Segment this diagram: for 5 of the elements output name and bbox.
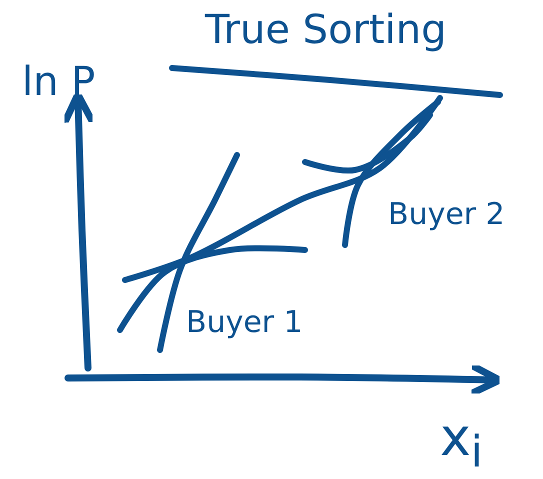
curve-label: Buyer 1	[186, 308, 303, 338]
axis-label: ln P	[22, 62, 96, 102]
axis-label: x$_{i}$	[440, 412, 483, 475]
curve-label: Buyer 2	[388, 200, 505, 230]
line-label: True Sorting	[205, 10, 447, 50]
